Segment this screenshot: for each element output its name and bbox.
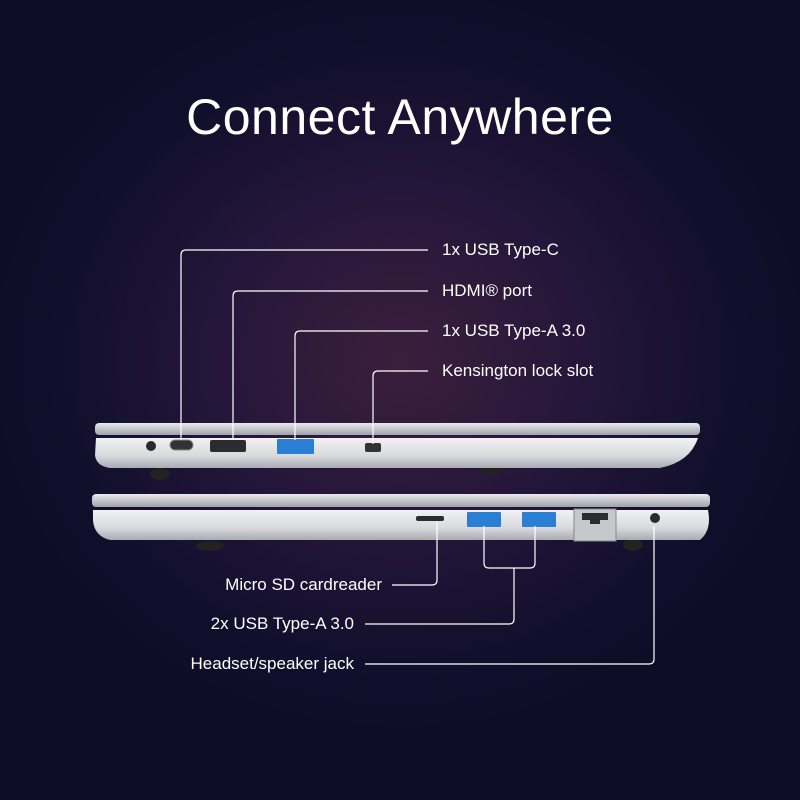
usb-a-port-icon: [522, 512, 556, 527]
label-headset: Headset/speaker jack: [190, 654, 354, 673]
microsd-slot-icon: [416, 516, 444, 521]
laptop-right-side: [92, 494, 710, 551]
label-kensington: Kensington lock slot: [442, 361, 594, 380]
label-microsd: Micro SD cardreader: [225, 575, 382, 594]
headset-jack-icon: [650, 513, 660, 523]
usb-c-port-icon: [169, 439, 194, 451]
label-usb-a: 1x USB Type-A 3.0: [442, 321, 586, 340]
power-jack-icon: [146, 441, 156, 451]
kensington-slot-icon: [365, 443, 381, 452]
label-hdmi: HDMI® port: [442, 281, 532, 300]
ethernet-port-icon: [582, 513, 608, 524]
label-usb-a-pair: 2x USB Type-A 3.0: [210, 614, 354, 633]
usb-a-port-icon: [467, 512, 501, 527]
label-usb-c: 1x USB Type-C: [442, 240, 559, 259]
laptop-left-side: [95, 423, 700, 480]
page-title: Connect Anywhere: [186, 89, 614, 145]
usb-a-port-icon: [277, 439, 314, 454]
callout-lines: [180, 249, 655, 665]
hdmi-port-icon: [210, 440, 246, 452]
